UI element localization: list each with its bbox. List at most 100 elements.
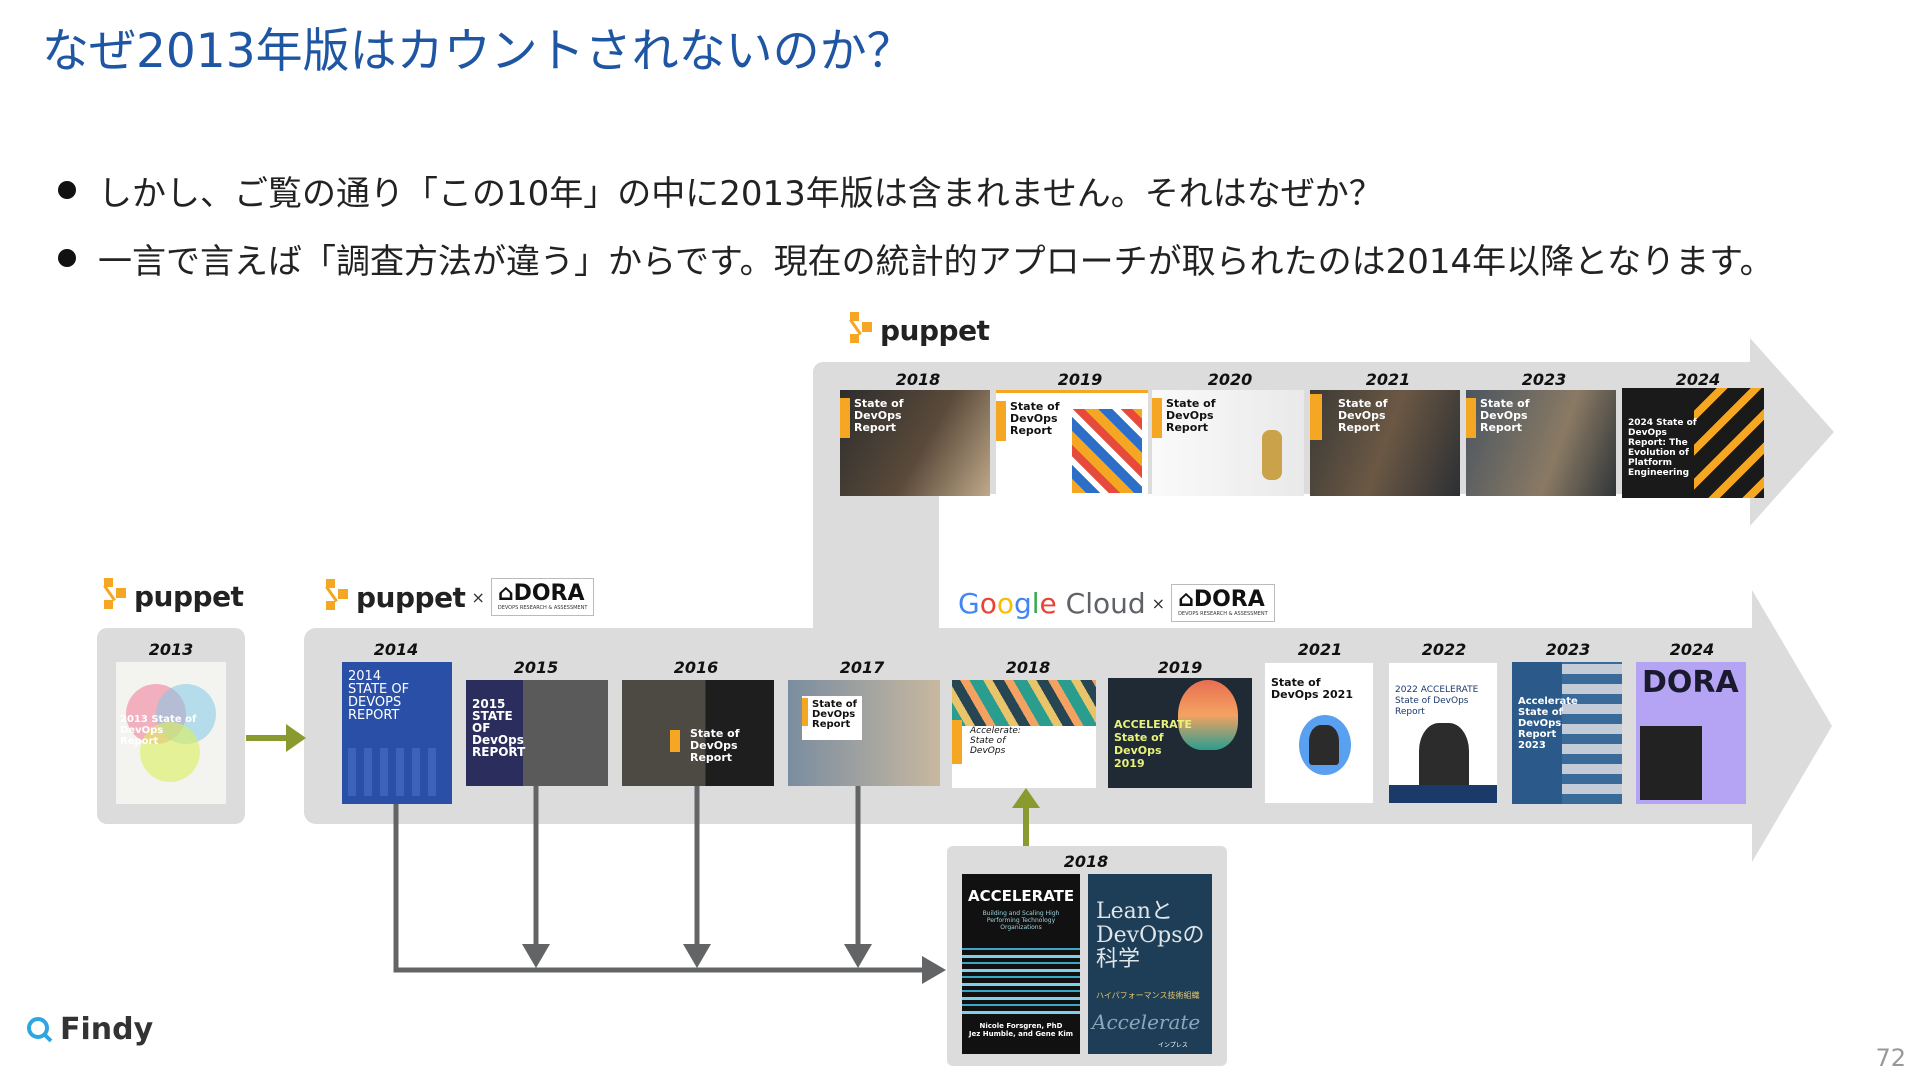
year-label: 2017 bbox=[839, 658, 885, 677]
times-sign: × bbox=[471, 587, 485, 607]
puppet-logo-2013: puppet bbox=[103, 578, 244, 614]
book-cover-lean-devops: LeanとDevOpsの科学 ハイパフォーマンス技術組織 Accelerate … bbox=[1088, 874, 1212, 1054]
bullet-text: しかし、ご覧の通り「この10年」の中に2013年版は含まれません。それはなぜか？ bbox=[98, 173, 1383, 214]
report-cover: State of DevOps Report bbox=[622, 680, 774, 786]
puppet-mark-icon bbox=[325, 579, 352, 615]
puppet-logo-top: puppet bbox=[849, 312, 990, 348]
report-cover: Accelerate State of DevOps Report 2023 bbox=[1512, 662, 1622, 804]
cover-title: State of DevOps 2021 bbox=[1271, 676, 1353, 701]
year-label: 2013 bbox=[148, 640, 194, 659]
book-publisher: インプレス bbox=[1158, 1042, 1188, 1049]
cover-title: ACCELERATE State of DevOps 2019 bbox=[1114, 718, 1192, 770]
year-label: 2015 bbox=[513, 658, 559, 677]
dora-text: DORA bbox=[1193, 587, 1265, 612]
gc-letter: l bbox=[1031, 586, 1040, 620]
findy-wordmark: Findy bbox=[60, 1012, 154, 1047]
book-subtitle: ハイパフォーマンス技術組織 bbox=[1096, 991, 1200, 1000]
dora-text: DORA bbox=[513, 581, 585, 606]
cover-title: 2014 STATE OF DEVOPS REPORT bbox=[348, 669, 410, 723]
cover-title: 2022 ACCELERATE State of DevOps Report bbox=[1395, 685, 1479, 717]
book-footer: Accelerate bbox=[1092, 1010, 1201, 1034]
year-label: 2019 bbox=[1057, 370, 1103, 389]
cover-title: State of DevOps Report bbox=[690, 727, 740, 764]
grey-arrowheads bbox=[522, 944, 946, 984]
report-cover-2013: 2013 State of DevOps Report bbox=[116, 662, 226, 804]
gc-letter: g bbox=[1013, 586, 1032, 620]
year-label: 2021 bbox=[1365, 370, 1411, 389]
puppet-mark-icon bbox=[103, 578, 130, 614]
year-label: 2018 bbox=[1063, 852, 1109, 871]
year-label: 2018 bbox=[895, 370, 941, 389]
report-cover: Accelerate: State of DevOps bbox=[952, 680, 1096, 788]
dora-subtitle: DEVOPS RESEARCH & ASSESSMENT bbox=[1178, 611, 1268, 617]
puppet-wordmark: puppet bbox=[356, 580, 466, 614]
gc-letter: e bbox=[1039, 586, 1057, 620]
year-label: 2016 bbox=[673, 658, 719, 677]
dora-wordmark: ⌂DORA bbox=[497, 581, 585, 606]
cover-title: State of DevOps Report bbox=[1338, 397, 1388, 434]
dora-logo: ⌂DORA DEVOPS RESEARCH & ASSESSMENT bbox=[1171, 584, 1275, 622]
cover-title: State of DevOps Report bbox=[1010, 400, 1060, 437]
year-label: 2019 bbox=[1157, 658, 1203, 677]
bullet-dot bbox=[58, 181, 76, 199]
cover-title: State of DevOps Report bbox=[812, 699, 857, 730]
report-cover: State of DevOps Report bbox=[1152, 390, 1304, 496]
dora-logo: ⌂DORA DEVOPS RESEARCH & ASSESSMENT bbox=[490, 578, 595, 616]
puppet-wordmark: puppet bbox=[134, 579, 244, 613]
year-label: 2021 bbox=[1297, 640, 1343, 659]
report-cover: State of DevOps Report bbox=[1466, 390, 1616, 496]
findy-logo: Findy bbox=[26, 1012, 153, 1047]
bullet-text: 一言で言えば「調査方法が違う」からです。現在の統計的アプローチが取られたのは20… bbox=[98, 241, 1774, 282]
cover-title: State of DevOps Report bbox=[854, 397, 904, 434]
page-number: 72 bbox=[1875, 1044, 1906, 1072]
book-authors: Nicole Forsgren, PhD Jez Humble, and Gen… bbox=[968, 1022, 1074, 1038]
year-label: 2024 bbox=[1675, 370, 1721, 389]
book-cover-accelerate: ACCELERATE Building and Scaling High Per… bbox=[962, 874, 1080, 1054]
report-cover: 2014 STATE OF DEVOPS REPORT bbox=[342, 662, 452, 804]
green-arrow-2013-to-2014 bbox=[246, 724, 306, 752]
findy-mark-icon bbox=[27, 1016, 53, 1042]
report-cover: 2022 ACCELERATE State of DevOps Report bbox=[1388, 662, 1498, 804]
bullet-item: しかし、ご覧の通り「この10年」の中に2013年版は含まれません。それはなぜか？ bbox=[58, 156, 1774, 224]
cover-title: DORA bbox=[1642, 665, 1739, 700]
book-title: ACCELERATE bbox=[968, 887, 1075, 905]
report-cover: State of DevOps Report bbox=[788, 680, 940, 786]
google-dora-logo: Google Cloud × ⌂DORA DEVOPS RESEARCH & A… bbox=[958, 584, 1275, 622]
cover-title: 2015 STATE OF DevOps REPORT bbox=[472, 697, 526, 759]
dora-wordmark: ⌂DORA bbox=[1178, 587, 1265, 612]
bullet-dot bbox=[58, 249, 76, 267]
gc-letter: o bbox=[979, 586, 997, 620]
puppet-dora-logo: puppet × ⌂DORA DEVOPS RESEARCH & ASSESSM… bbox=[325, 578, 595, 616]
cover-title: Accelerate: State of DevOps bbox=[970, 726, 1021, 756]
cover-title: 2024 State of DevOps Report: The Evoluti… bbox=[1628, 418, 1697, 478]
year-label: 2024 bbox=[1669, 640, 1715, 659]
year-label: 2022 bbox=[1421, 640, 1467, 659]
gc-cloud: Cloud bbox=[1056, 586, 1146, 620]
report-cover: State of DevOps 2021 bbox=[1264, 662, 1374, 804]
report-cover: 2015 STATE OF DevOps REPORT bbox=[466, 680, 608, 786]
bullet-item: 一言で言えば「調査方法が違う」からです。現在の統計的アプローチが取られたのは20… bbox=[58, 224, 1774, 292]
book-subtitle: Building and Scaling High Performing Tec… bbox=[982, 910, 1060, 931]
page-title: なぜ2013年版はカウントされないのか？ bbox=[42, 24, 914, 79]
year-label: 2018 bbox=[1005, 658, 1051, 677]
gc-letter: o bbox=[996, 586, 1014, 620]
times-sign: × bbox=[1151, 593, 1166, 613]
year-label: 2020 bbox=[1207, 370, 1253, 389]
puppet-wordmark: puppet bbox=[880, 313, 990, 347]
report-cover: State of DevOps Report bbox=[840, 390, 990, 496]
main-band-arrowhead bbox=[1752, 590, 1832, 862]
report-cover: State of DevOps Report bbox=[996, 390, 1148, 496]
cover-title: Accelerate State of DevOps Report 2023 bbox=[1518, 696, 1578, 751]
report-cover: 2024 State of DevOps Report: The Evoluti… bbox=[1622, 388, 1764, 498]
cover-title: State of DevOps Report bbox=[1480, 397, 1530, 434]
report-cover: DORA bbox=[1636, 662, 1746, 804]
gc-letter: G bbox=[958, 586, 980, 620]
year-label: 2023 bbox=[1545, 640, 1591, 659]
report-cover: State of DevOps Report bbox=[1310, 390, 1460, 496]
book-title: LeanとDevOpsの科学 bbox=[1096, 899, 1205, 972]
dora-subtitle: DEVOPS RESEARCH & ASSESSMENT bbox=[497, 605, 588, 611]
year-label: 2014 bbox=[373, 640, 419, 659]
puppet-mark-icon bbox=[849, 312, 876, 348]
google-cloud-wordmark: Google Cloud bbox=[958, 587, 1146, 620]
cover-title: State of DevOps Report bbox=[1166, 397, 1216, 434]
